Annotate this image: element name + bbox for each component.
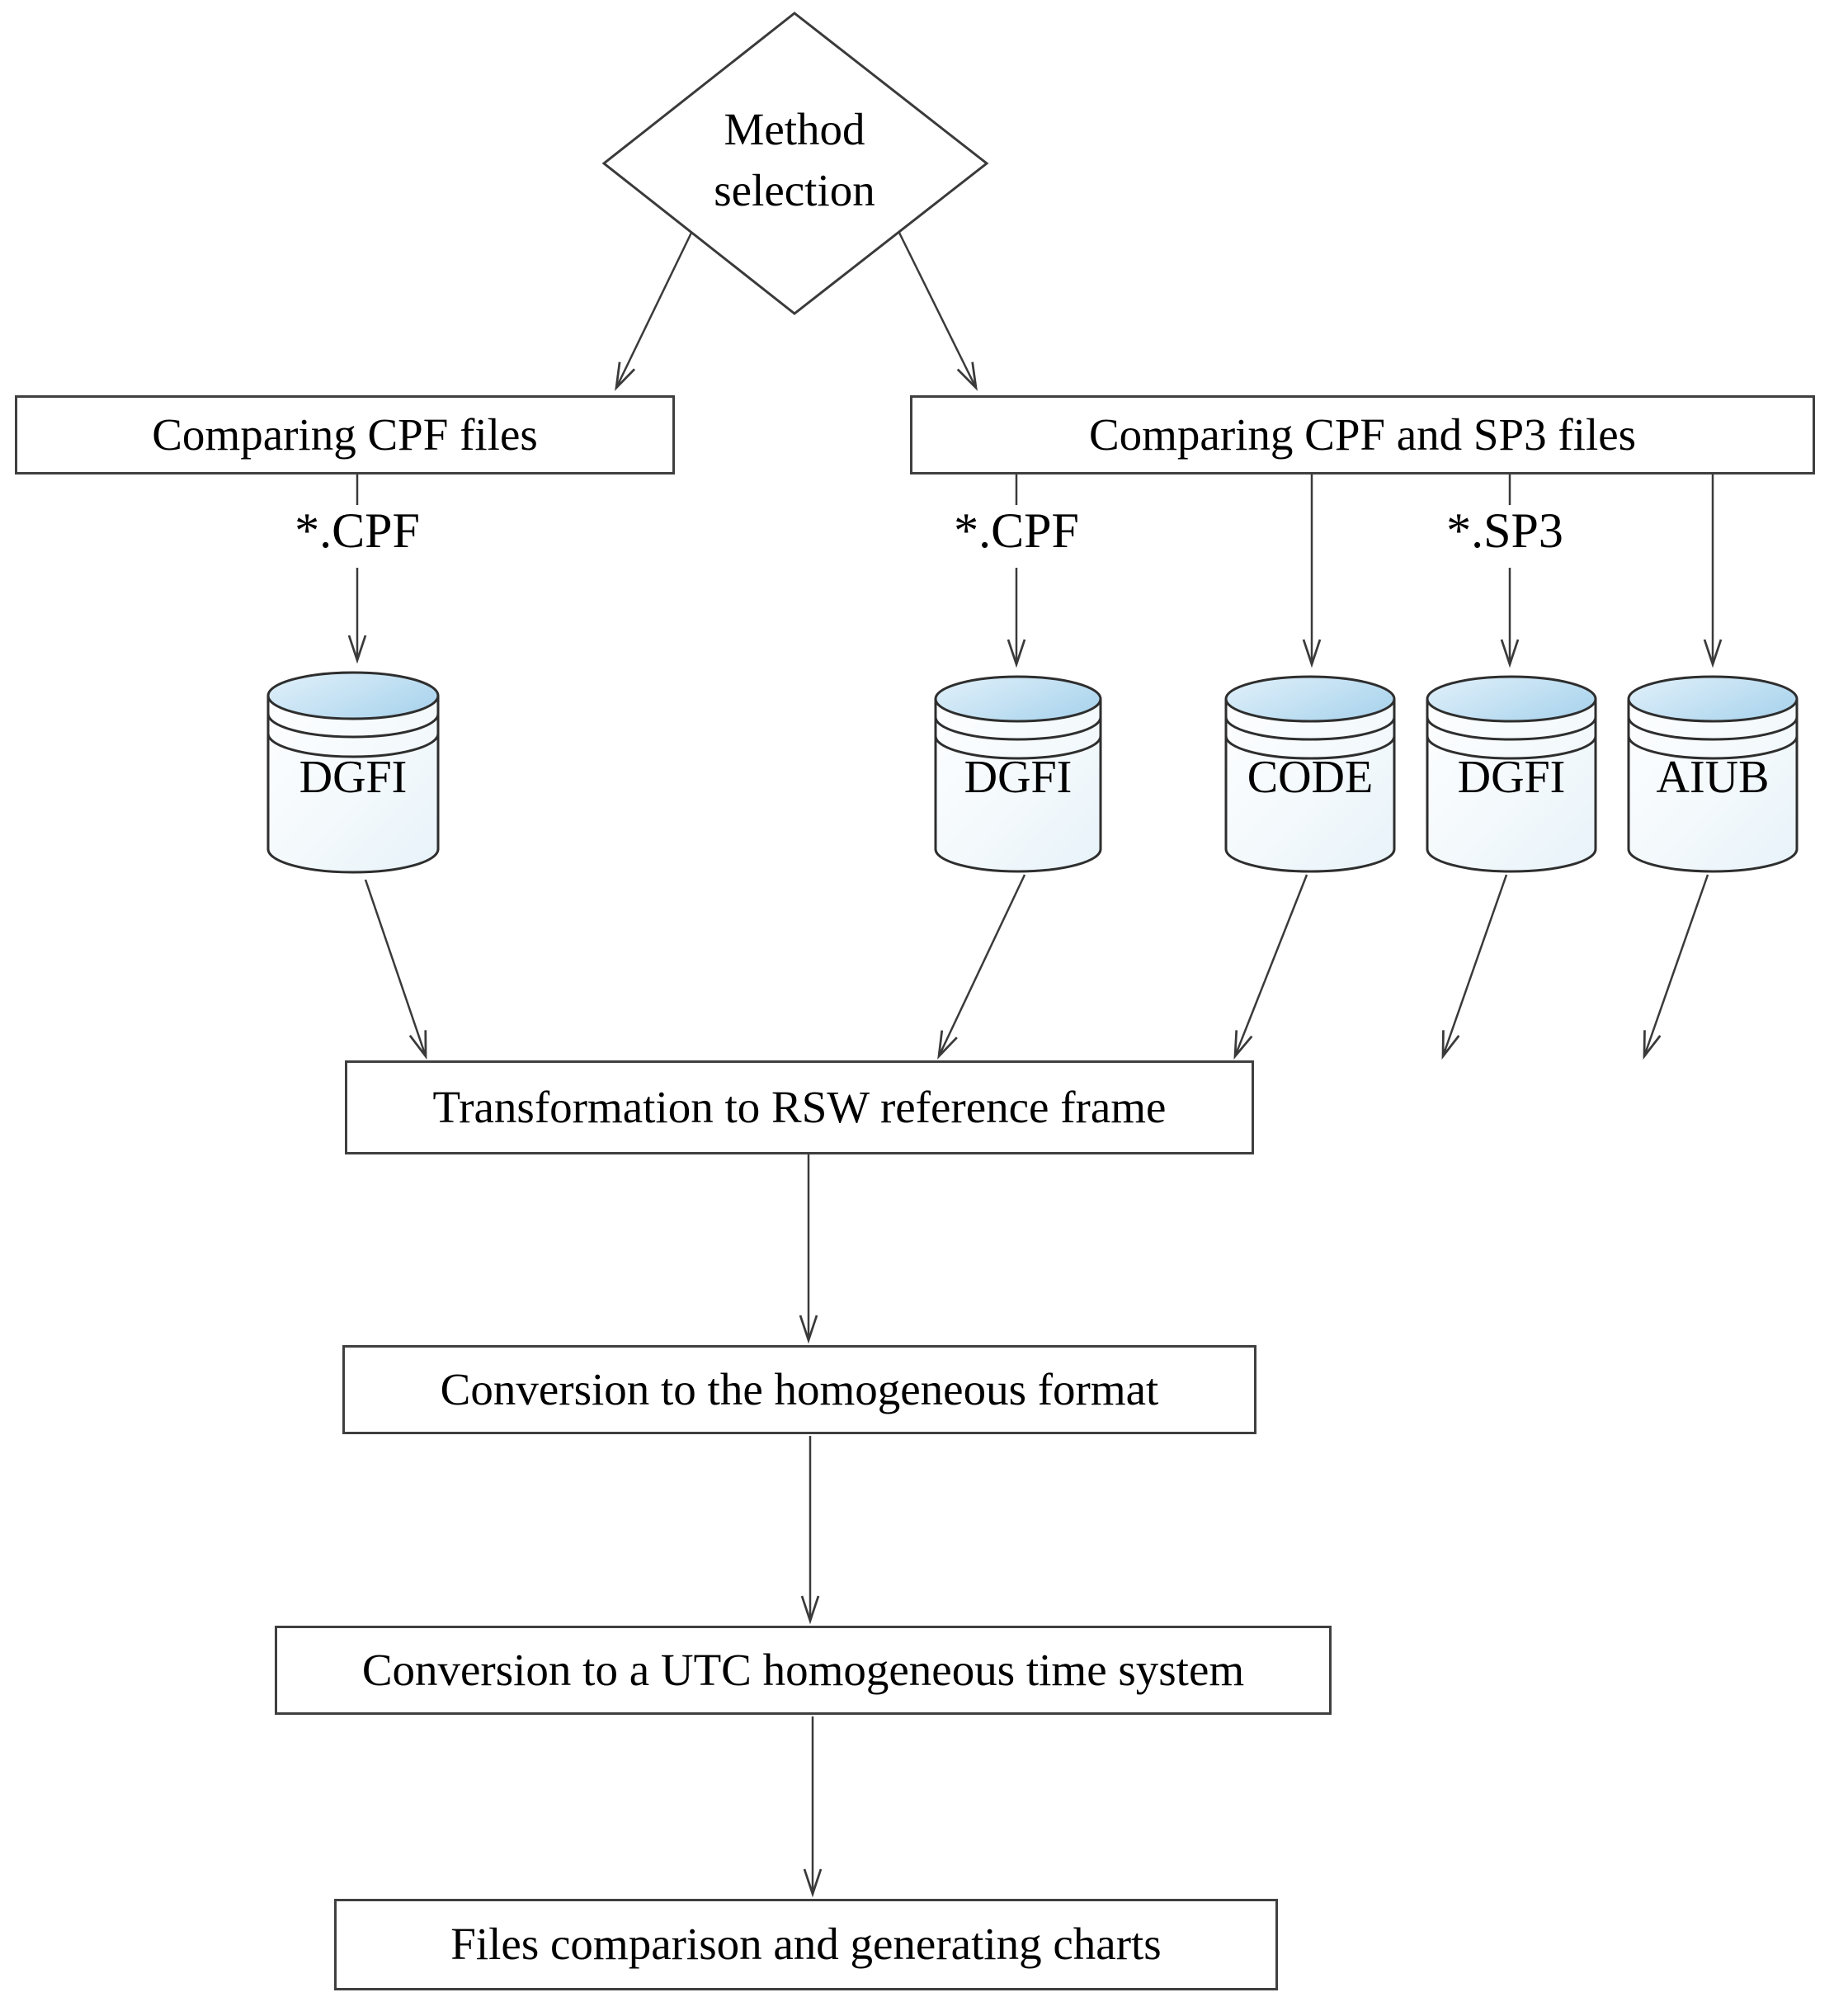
database-cylinder-icon: [1426, 675, 1597, 873]
step-box-files-comparison-charts-label: Files comparison and generating charts: [450, 1919, 1162, 1970]
step-box-conversion-homogeneous-format-label: Conversion to the homogeneous format: [440, 1363, 1159, 1414]
step-box-transformation-rsw: Transformation to RSW reference frame: [345, 1060, 1254, 1154]
branch-box-comparing-cpf-and-sp3-files: Comparing CPF and SP3 files: [910, 395, 1815, 474]
branch-box-comparing-cpf-files: Comparing CPF files: [15, 395, 675, 474]
step-box-transformation-rsw-label: Transformation to RSW reference frame: [432, 1081, 1167, 1132]
file-label-right-sp3: *.SP3: [1446, 503, 1563, 558]
database-cylinder-icon: [266, 671, 440, 874]
arrow-dgfi-left-to-transformation: [364, 879, 427, 1060]
step-box-files-comparison-charts: Files comparison and generating charts: [334, 1899, 1278, 1990]
database-label-dgfi-left: DGFI: [299, 752, 408, 803]
decision-diamond-label: Method selection: [714, 104, 875, 215]
step-box-conversion-utc-time-label: Conversion to a UTC homogeneous time sys…: [361, 1644, 1245, 1695]
database-cylinder-icon: [934, 675, 1102, 873]
database-label-aiub: AIUB: [1656, 752, 1770, 803]
branch-box-comparing-cpf-files-label: Comparing CPF files: [152, 408, 538, 460]
arrow-dgfi2-to-transformation: [1441, 874, 1508, 1060]
arrow-dgfi-right-to-transformation: [937, 874, 1026, 1060]
arrow-diamond-to-right-branch: [898, 232, 978, 391]
arrow-aiub-to-transformation: [1643, 874, 1709, 1060]
branch-box-comparing-cpf-and-sp3-files-label: Comparing CPF and SP3 files: [1088, 408, 1637, 460]
step-box-conversion-homogeneous-format: Conversion to the homogeneous format: [342, 1345, 1256, 1434]
file-label-left-cpf: *.CPF: [295, 503, 420, 558]
file-label-right-cpf: *.CPF: [954, 503, 1079, 558]
database-cylinder-icon: [1627, 675, 1799, 873]
arrow-code-to-transformation: [1233, 874, 1308, 1060]
database-label-code: CODE: [1247, 752, 1374, 803]
arrow-diamond-to-left-branch: [615, 232, 693, 391]
decision-diamond-shape: [601, 12, 989, 315]
database-label-dgfi-right: DGFI: [964, 752, 1073, 803]
step-box-conversion-utc-time: Conversion to a UTC homogeneous time sys…: [275, 1626, 1332, 1715]
database-label-dgfi-2: DGFI: [1457, 752, 1566, 803]
database-cylinder-icon: [1224, 675, 1396, 873]
